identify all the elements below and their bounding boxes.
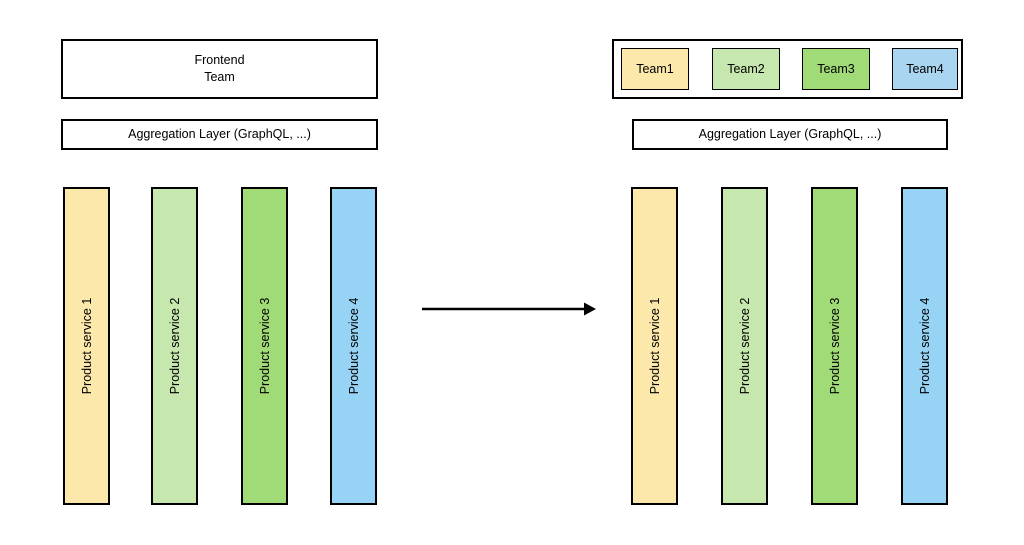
service-bar-label: Product service 3 [257, 297, 272, 395]
team-box-3: Team3 [802, 48, 870, 90]
aggregation-layer-box-right: Aggregation Layer (GraphQL, ...) [632, 119, 948, 150]
service-bar-left-1: Product service 1 [63, 187, 110, 505]
team-box-4: Team4 [892, 48, 958, 90]
aggregation-layer-box-left: Aggregation Layer (GraphQL, ...) [61, 119, 378, 150]
service-bar-left-2: Product service 2 [151, 187, 198, 505]
service-bar-left-3: Product service 3 [241, 187, 288, 505]
service-bar-label: Product service 4 [917, 297, 932, 395]
transform-arrow-icon [422, 302, 596, 316]
service-bar-right-1: Product service 1 [631, 187, 678, 505]
service-bar-label: Product service 2 [167, 297, 182, 395]
service-bar-right-4: Product service 4 [901, 187, 948, 505]
service-bar-label: Product service 4 [346, 297, 361, 395]
team-box-1: Team1 [621, 48, 689, 90]
team-label: Team4 [906, 61, 944, 76]
service-bar-label: Product service 2 [737, 297, 752, 395]
service-bar-label: Product service 1 [79, 297, 94, 395]
service-bar-right-3: Product service 3 [811, 187, 858, 505]
service-bar-left-4: Product service 4 [330, 187, 377, 505]
frontend-team-box: Frontend Team [61, 39, 378, 99]
team-label: Team2 [727, 61, 765, 76]
service-bar-label: Product service 3 [827, 297, 842, 395]
teams-container: Team1 Team2 Team3 Team4 [612, 39, 963, 99]
team-label: Team3 [817, 61, 855, 76]
team-box-2: Team2 [712, 48, 780, 90]
service-bar-label: Product service 1 [647, 297, 662, 395]
service-bar-right-2: Product service 2 [721, 187, 768, 505]
team-label: Team1 [636, 61, 674, 76]
